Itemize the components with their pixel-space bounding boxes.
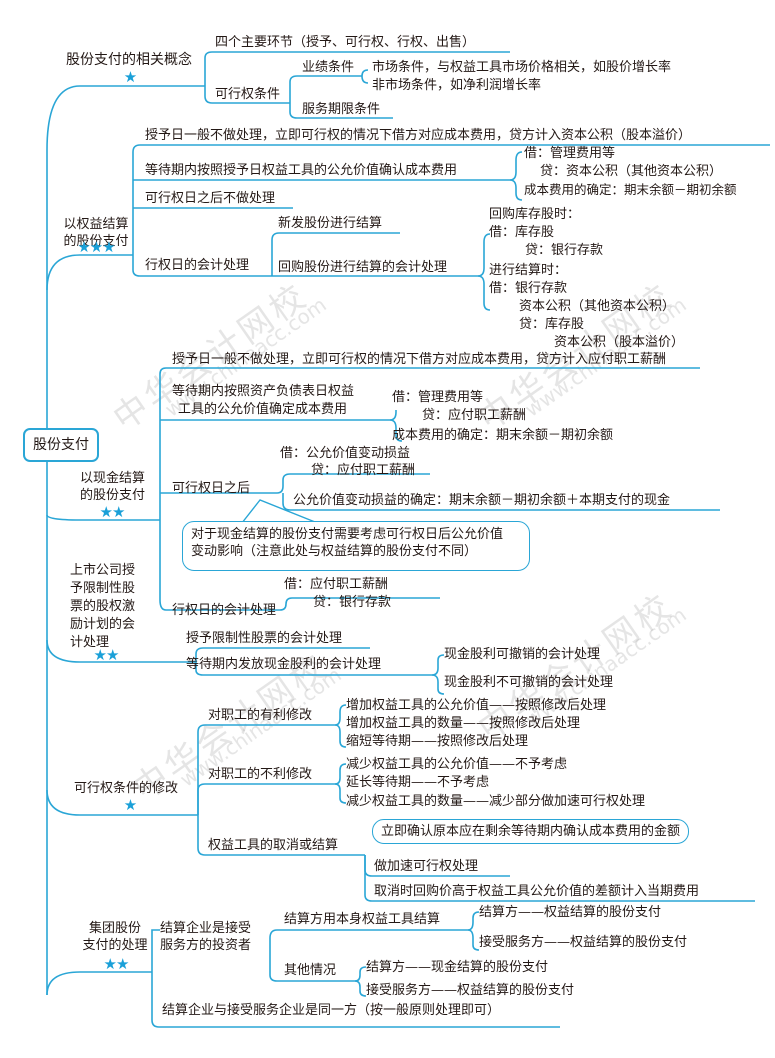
- entry-credit: 贷：资本公积（其他资本公积）: [540, 164, 723, 179]
- node-cancellation[interactable]: 权益工具的取消或结算: [208, 838, 339, 853]
- entry-line: 回购库存股时：: [489, 207, 581, 222]
- node-waiting-period-line2: 工具的公允价值确定成本费用: [178, 402, 348, 417]
- node-exercise-date[interactable]: 行权日的会计处理: [172, 603, 277, 618]
- leaf-market-condition: 市场条件，与权益工具市场价格相关，如股价增长率: [372, 60, 672, 75]
- node-service-period[interactable]: 服务期限条件: [302, 102, 381, 117]
- entry-debit: 借：管理费用等: [392, 390, 484, 405]
- node-label-line: 服务方的投资者: [160, 938, 252, 953]
- leaf-revocable: 现金股利可撤销的会计处理: [444, 647, 601, 662]
- node-grant-restricted[interactable]: 授予限制性股票的会计处理: [186, 631, 343, 646]
- leaf-favorable: 增加权益工具的公允价值——按照修改后处理: [346, 698, 607, 713]
- branch-equity-settled[interactable]: 以权益结算 的股份支付: [57, 216, 135, 250]
- entry-debit: 借：公允价值变动损益: [280, 446, 411, 461]
- entry-line: 借：银行存款: [489, 281, 568, 296]
- entry-line: 贷：库存股: [519, 317, 585, 332]
- note-line: 变动影响（注意此处与权益结算的股份支付不同）: [191, 544, 478, 559]
- entry-cost-determination: 成本费用的确定：期末余额－期初余额: [524, 182, 737, 197]
- branch-label-line: 支付的处理: [82, 938, 148, 953]
- branch-modifications[interactable]: 可行权条件的修改: [74, 781, 179, 796]
- entry-line: 贷：银行存款: [525, 243, 604, 258]
- entry-credit: 贷：银行存款: [313, 595, 392, 610]
- node-waiting-period[interactable]: 等待期内按照授予日权益工具的公允价值确认成本费用: [145, 163, 458, 178]
- node-exercise-date[interactable]: 行权日的会计处理: [145, 258, 250, 273]
- branch-label-line: 予限制性股: [70, 581, 136, 596]
- node-grant-date[interactable]: 授予日一般不做处理，立即可行权的情况下借方对应成本费用，贷方计入应付职工薪酬: [172, 352, 667, 367]
- branch-label-line: 票的股权激: [70, 599, 136, 614]
- entry-line: 借：库存股: [489, 225, 555, 240]
- importance-stars: ★★★: [77, 238, 115, 256]
- entry-line: 进行结算时：: [489, 263, 568, 278]
- leaf-irrevocable: 现金股利不可撤销的会计处理: [444, 675, 614, 690]
- node-label-line: 结算企业是接受: [160, 921, 252, 936]
- note-callout: 立即确认原本应在剩余等待期内确认成本费用的金额: [372, 819, 690, 844]
- branch-cash-settled[interactable]: 以现金结算 的股份支付: [70, 470, 155, 504]
- leaf-favorable: 增加权益工具的数量——按照修改后处理: [346, 716, 581, 731]
- leaf-unfavorable: 延长等待期——不予考虑: [346, 775, 490, 790]
- branch-restricted-stock[interactable]: 上市公司授 予限制性股 票的股权激 励计划的会 计处理: [70, 562, 140, 652]
- node-vesting-conditions[interactable]: 可行权条件: [215, 87, 281, 102]
- node-four-stages[interactable]: 四个主要环节（授予、可行权、行权、出售）: [215, 35, 476, 50]
- branch-label-line: 集团股份: [88, 921, 141, 936]
- importance-stars: ★★: [103, 955, 130, 973]
- entry-line: 资本公积（股本溢价）: [554, 335, 685, 350]
- entry-line: 资本公积（其他资本公积）: [519, 299, 676, 314]
- leaf-unfavorable: 减少权益工具的公允价值——不予考虑: [346, 757, 568, 772]
- branch-label-line: 以现金结算: [79, 471, 145, 486]
- entry-credit: 贷：应付职工薪酬: [311, 463, 416, 478]
- note-callout: 对于现金结算的股份支付需要考虑可行权日后公允价值 变动影响（注意此处与权益结算的…: [182, 521, 530, 571]
- node-own-equity[interactable]: 结算方用本身权益工具结算: [284, 912, 441, 927]
- node-dividends[interactable]: 等待期内发放现金股利的会计处理: [186, 657, 382, 672]
- importance-stars: ★: [123, 68, 137, 86]
- branch-label-line: 励计划的会: [70, 617, 136, 632]
- branch-label-line: 的股份支付: [79, 488, 145, 503]
- branch-label-line: 计处理: [70, 635, 110, 650]
- node-other-cases[interactable]: 其他情况: [284, 963, 337, 978]
- branch-group[interactable]: 集团股份 支付的处理: [70, 920, 160, 954]
- node-unfavorable[interactable]: 对职工的不利修改: [208, 767, 313, 782]
- branch-label-line: 的股份支付: [63, 234, 129, 249]
- leaf-repurchase-excess: 取消时回购价高于权益工具公允价值的差额计入当期费用: [374, 884, 700, 899]
- entry-credit: 贷：应付职工薪酬: [422, 408, 527, 423]
- node-performance-conditions[interactable]: 业绩条件: [302, 60, 355, 75]
- importance-stars: ★★: [99, 503, 126, 521]
- leaf-accelerated: 做加速可行权处理: [374, 859, 479, 874]
- importance-stars: ★: [123, 796, 137, 814]
- entry-cost-determination: 成本费用的确定：期末余额－期初余额: [392, 428, 614, 443]
- note-line: 对于现金结算的股份支付需要考虑可行权日后公允价值: [191, 527, 504, 542]
- leaf-settler: 结算方——现金结算的股份支付: [366, 960, 549, 975]
- node-after-vesting[interactable]: 可行权日之后不做处理: [145, 191, 276, 206]
- branch-label-line: 上市公司授: [70, 563, 136, 578]
- leaf-favorable: 缩短等待期——按照修改后处理: [346, 734, 529, 749]
- node-repurchase[interactable]: 回购股份进行结算的会计处理: [278, 260, 448, 275]
- node-grant-date[interactable]: 授予日一般不做处理，立即可行权的情况下借方对应成本费用，贷方计入资本公积（股本溢…: [145, 128, 692, 143]
- entry-debit: 借：应付职工薪酬: [284, 577, 389, 592]
- node-same-party[interactable]: 结算企业与接受服务企业是同一方（按一般原则处理即可）: [162, 1003, 501, 1018]
- entry-debit: 借：管理费用等: [524, 146, 616, 161]
- node-favorable[interactable]: 对职工的有利修改: [208, 708, 313, 723]
- branch-concepts[interactable]: 股份支付的相关概念: [66, 52, 192, 68]
- leaf-receiver: 接受服务方——权益结算的股份支付: [479, 935, 688, 950]
- leaf-receiver: 接受服务方——权益结算的股份支付: [366, 983, 575, 998]
- node-investor[interactable]: 结算企业是接受 服务方的投资者: [160, 920, 251, 954]
- leaf-unfavorable: 减少权益工具的数量——减少部分做加速可行权处理: [346, 794, 646, 809]
- root-node[interactable]: 股份支付: [23, 428, 99, 462]
- node-after-vesting[interactable]: 可行权日之后: [172, 481, 251, 496]
- leaf-settler: 结算方——权益结算的股份支付: [479, 905, 662, 920]
- node-new-shares[interactable]: 新发股份进行结算: [278, 216, 383, 231]
- branch-label-line: 以权益结算: [63, 217, 129, 232]
- leaf-non-market-condition: 非市场条件，如净利润增长率: [372, 78, 542, 93]
- node-waiting-period[interactable]: 等待期内按照资产负债表日权益: [172, 384, 355, 399]
- importance-stars: ★★: [93, 646, 120, 664]
- entry-fv-determination: 公允价值变动损益的确定：期末余额－期初余额＋本期支付的现金: [293, 493, 671, 508]
